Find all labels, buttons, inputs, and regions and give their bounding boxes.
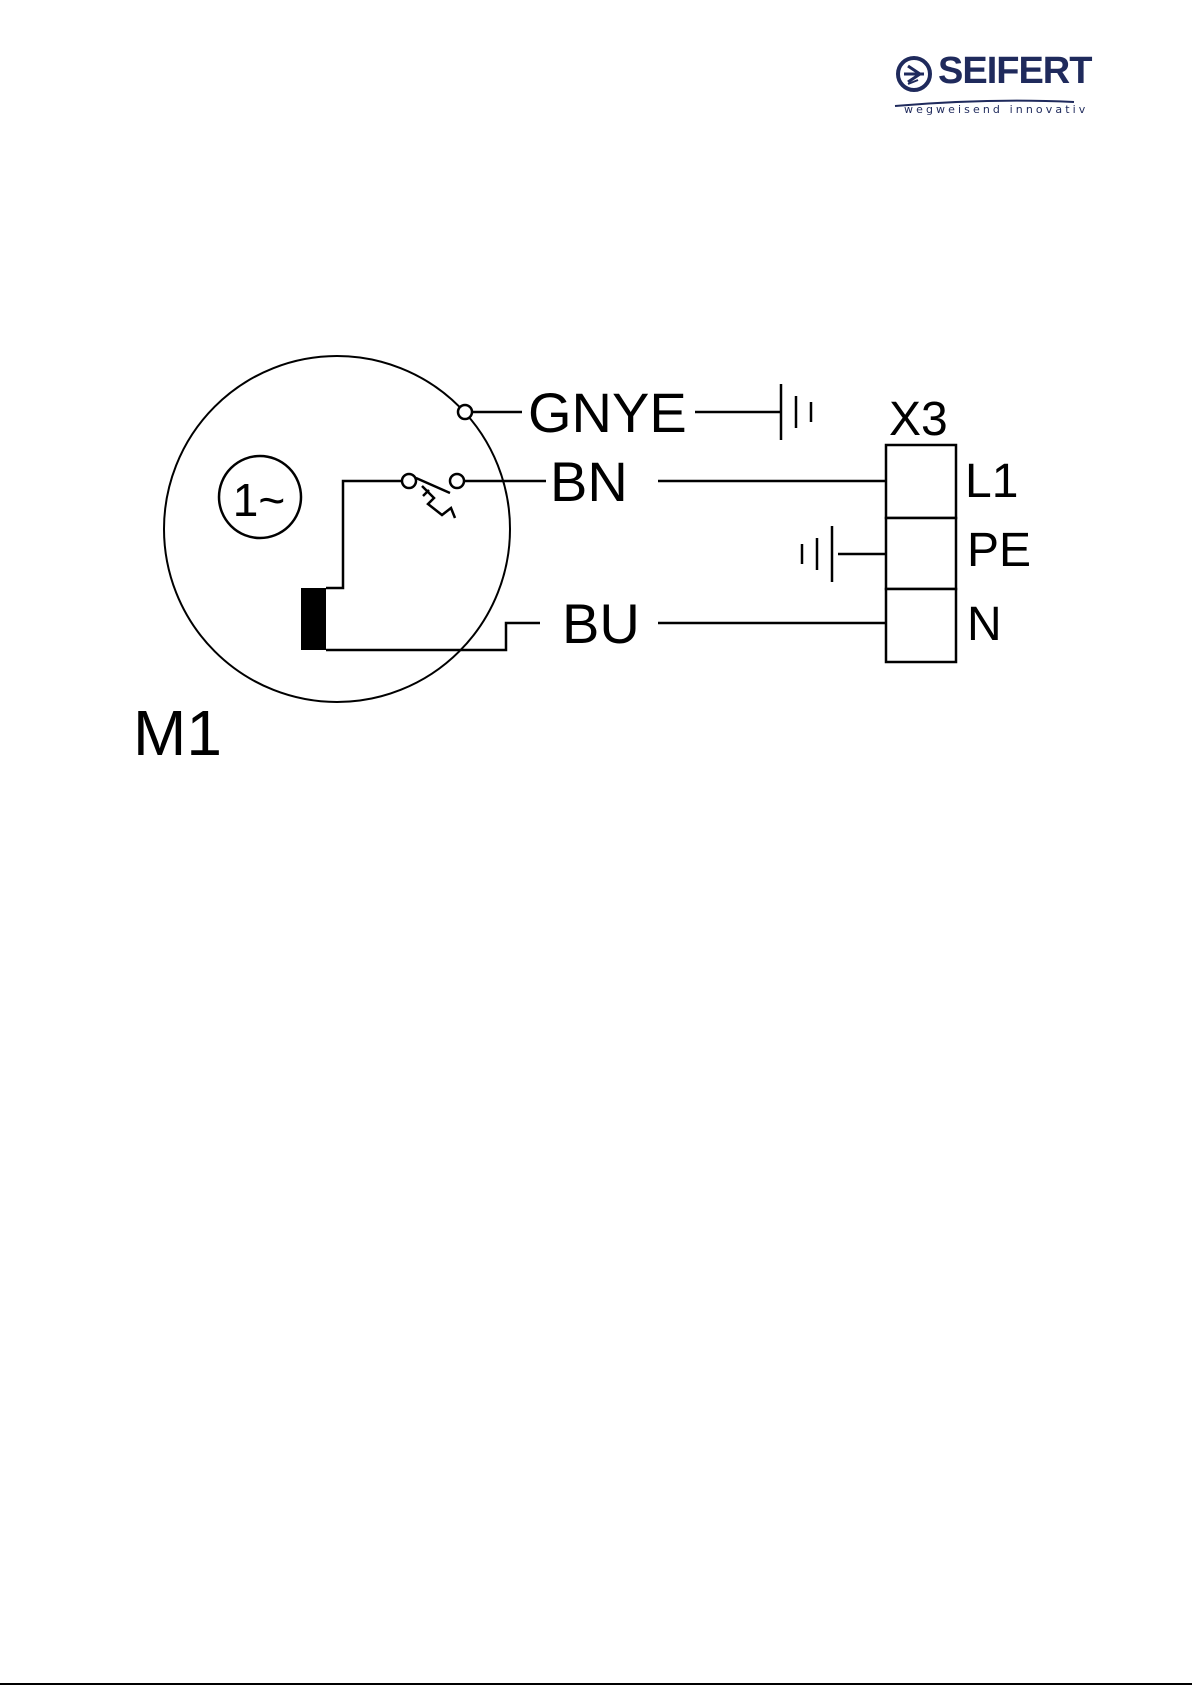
thermal-contact-left	[402, 474, 416, 488]
earth-connection-point	[458, 405, 472, 419]
motor-winding	[301, 588, 326, 650]
terminal-pin-l1: L1	[965, 455, 1018, 508]
wire-label-gnye: GNYE	[528, 381, 687, 444]
pe-earth-symbol-icon	[802, 526, 832, 582]
terminal-block-x3	[886, 445, 956, 662]
earth-symbol-icon	[781, 384, 811, 440]
terminal-pin-n: N	[967, 598, 1002, 651]
bn-internal-wire	[326, 481, 405, 588]
thermal-switch-icon	[416, 478, 455, 518]
terminal-label-x3: X3	[889, 393, 948, 446]
thermal-contact-right	[450, 474, 464, 488]
wire-label-bn: BN	[550, 450, 628, 513]
motor-label: M1	[133, 697, 222, 769]
bu-internal-wire	[326, 623, 540, 650]
motor-type-label: 1~	[233, 474, 285, 526]
terminal-pin-pe: PE	[967, 524, 1031, 577]
wire-label-bu: BU	[562, 592, 640, 655]
